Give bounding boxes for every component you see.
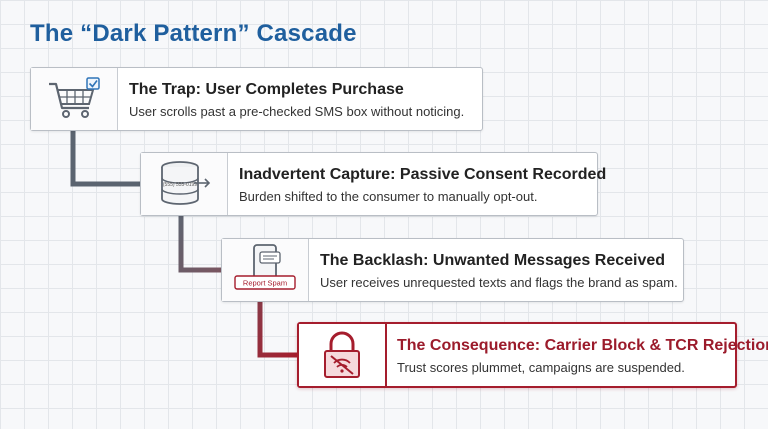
database-icon-box: (555) 555-0199 — [141, 153, 228, 215]
step-card-capture: (555) 555-0199 Inadvertent Capture: Pass… — [140, 152, 606, 216]
step-description: Burden shifted to the consumer to manual… — [239, 189, 538, 204]
page-title: The “Dark Pattern” Cascade — [30, 20, 357, 47]
shopping-cart-icon — [49, 77, 100, 118]
phone-icon-box: Report Spam — [222, 239, 309, 301]
step-heading: The Backlash: Unwanted Messages Received — [320, 252, 666, 269]
step-description: User scrolls past a pre-checked SMS box … — [129, 104, 465, 119]
connector-1 — [70, 130, 141, 187]
connector-3 — [257, 300, 298, 358]
locked-no-signal-icon — [324, 331, 360, 378]
report-spam-label: Report Spam — [243, 279, 287, 288]
phone-report-spam-icon: Report Spam — [234, 244, 296, 290]
step-heading: The Consequence: Carrier Block & TCR Rej… — [397, 337, 768, 354]
step-description: User receives unrequested texts and flag… — [320, 275, 678, 290]
lock-icon-box — [299, 324, 387, 386]
cart-icon-box — [31, 68, 118, 130]
database-phone-text: (555) 555-0199 — [163, 182, 197, 188]
connector-2 — [178, 214, 222, 273]
database-icon: (555) 555-0199 — [161, 161, 211, 205]
step-card-backlash: Report Spam The Backlash: Unwanted Messa… — [221, 238, 684, 302]
step-description: Trust scores plummet, campaigns are susp… — [397, 360, 685, 375]
step-heading: Inadvertent Capture: Passive Consent Rec… — [239, 166, 607, 183]
step-card-trap: The Trap: User Completes Purchase User s… — [30, 67, 483, 131]
step-heading: The Trap: User Completes Purchase — [129, 81, 404, 98]
step-card-consequence: The Consequence: Carrier Block & TCR Rej… — [297, 322, 768, 388]
